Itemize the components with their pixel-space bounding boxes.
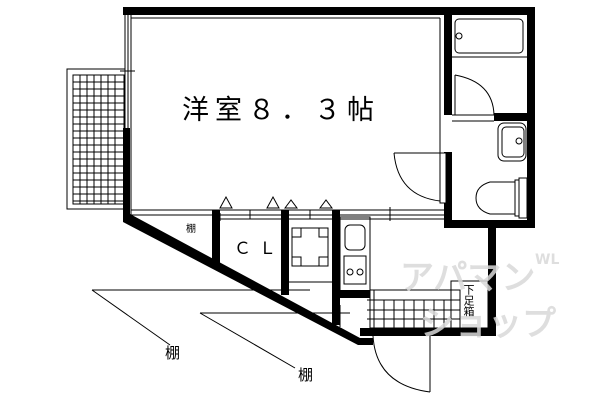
outer-shelf-label-1: 棚 — [165, 344, 181, 362]
balcony — [66, 68, 126, 210]
closet-label: ＣＬ — [234, 239, 284, 259]
small-shelf-label: 棚 — [186, 224, 196, 235]
shoe-box-label: 下足箱 — [462, 284, 475, 317]
watermark-line1: アパマン — [400, 258, 536, 298]
main-room-label: 洋室８．３帖 — [182, 95, 380, 126]
outer-shelf-label-2: 棚 — [298, 366, 314, 384]
watermark-suffix: WL — [535, 252, 560, 268]
watermark-line2: ショップ — [420, 304, 556, 344]
